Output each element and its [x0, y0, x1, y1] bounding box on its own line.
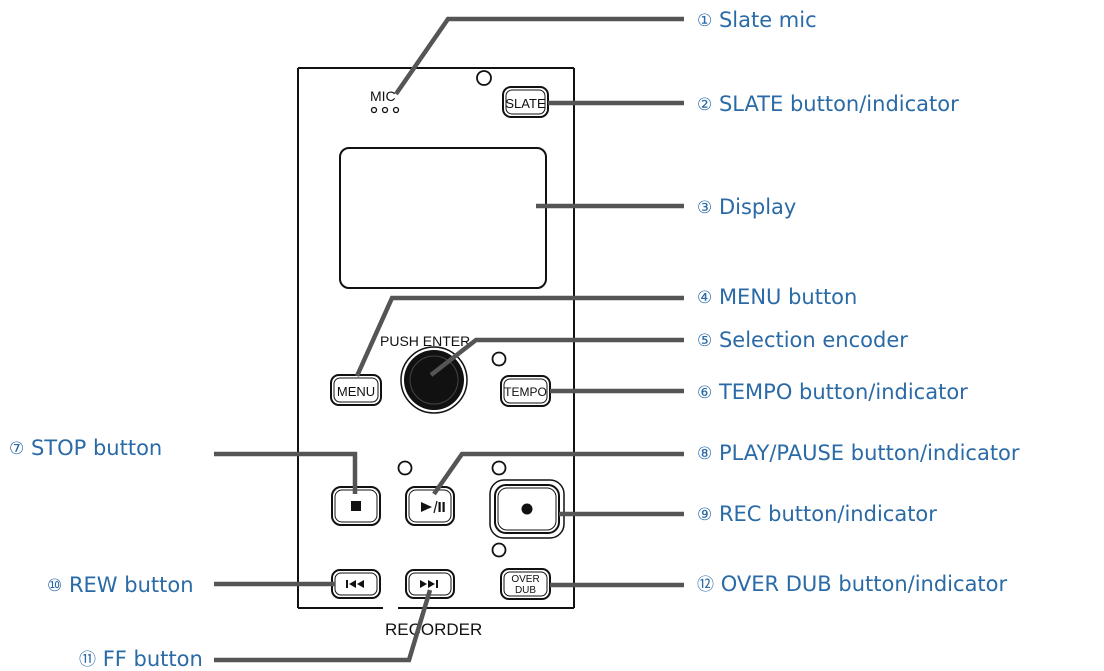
rew-button[interactable] — [331, 569, 381, 599]
overdub-button-label-line2: DUB — [515, 585, 536, 596]
overdub-button[interactable]: OVER DUB — [500, 568, 551, 600]
menu-button[interactable]: MENU — [330, 374, 382, 406]
rec-icon — [521, 503, 533, 515]
recorder-label: RECORDER — [385, 620, 482, 639]
callout-tempo-button: ⑥ TEMPO button/indicator — [697, 380, 968, 404]
selection-encoder[interactable] — [400, 346, 468, 414]
tempo-button-label: TEMPO — [504, 385, 547, 399]
slate-button-label: SLATE — [505, 96, 546, 111]
leader-line-play — [432, 451, 684, 496]
callout-rec-button: ⑨ REC button/indicator — [697, 502, 937, 526]
overdub-button-label-line1: OVER — [511, 574, 539, 585]
leader-line-slate-mic — [394, 16, 684, 96]
play-pause-icon — [421, 500, 445, 514]
tempo-button[interactable]: TEMPO — [500, 375, 551, 407]
rec-button[interactable] — [489, 479, 565, 539]
display-screen — [339, 147, 547, 289]
mic-label: MIC — [370, 88, 396, 104]
callout-rew-button: ⑩ REW button — [47, 573, 194, 597]
callout-stop-button: ⑦ STOP button — [9, 436, 163, 460]
play-indicator — [397, 460, 413, 476]
leader-lines — [214, 16, 684, 663]
rec-indicator — [491, 460, 507, 476]
callout-play-pause-button: ⑧ PLAY/PAUSE button/indicator — [697, 441, 1020, 465]
callout-overdub-button: ⑫ OVER DUB button/indicator — [697, 572, 1008, 596]
fast-forward-icon — [420, 580, 438, 588]
callout-slate-mic: ① Slate mic — [697, 8, 817, 32]
callout-ff-button: ⑪ FF button — [79, 647, 203, 671]
encoder-label: PUSH ENTER — [380, 333, 470, 349]
callout-display: ③ Display — [697, 195, 797, 219]
tempo-indicator — [491, 351, 507, 367]
slate-indicator — [476, 70, 492, 86]
leader-line-stop — [214, 451, 358, 494]
stop-icon — [351, 501, 361, 511]
menu-button-label: MENU — [337, 384, 375, 399]
overdub-indicator — [491, 542, 507, 558]
leader-line-menu — [354, 295, 684, 377]
callout-selection-encoder: ⑤ Selection encoder — [697, 328, 908, 352]
slate-mic-holes — [370, 106, 400, 114]
play-pause-button[interactable] — [405, 486, 455, 526]
recorder-panel — [297, 67, 575, 609]
callout-slate-button: ② SLATE button/indicator — [697, 92, 959, 116]
rewind-icon — [346, 580, 364, 588]
callout-menu-button: ④ MENU button — [697, 285, 858, 309]
ff-button[interactable] — [405, 569, 455, 599]
leader-line-ff — [214, 589, 433, 663]
slate-button[interactable]: SLATE — [502, 86, 549, 118]
leader-line-encoder — [429, 337, 684, 377]
